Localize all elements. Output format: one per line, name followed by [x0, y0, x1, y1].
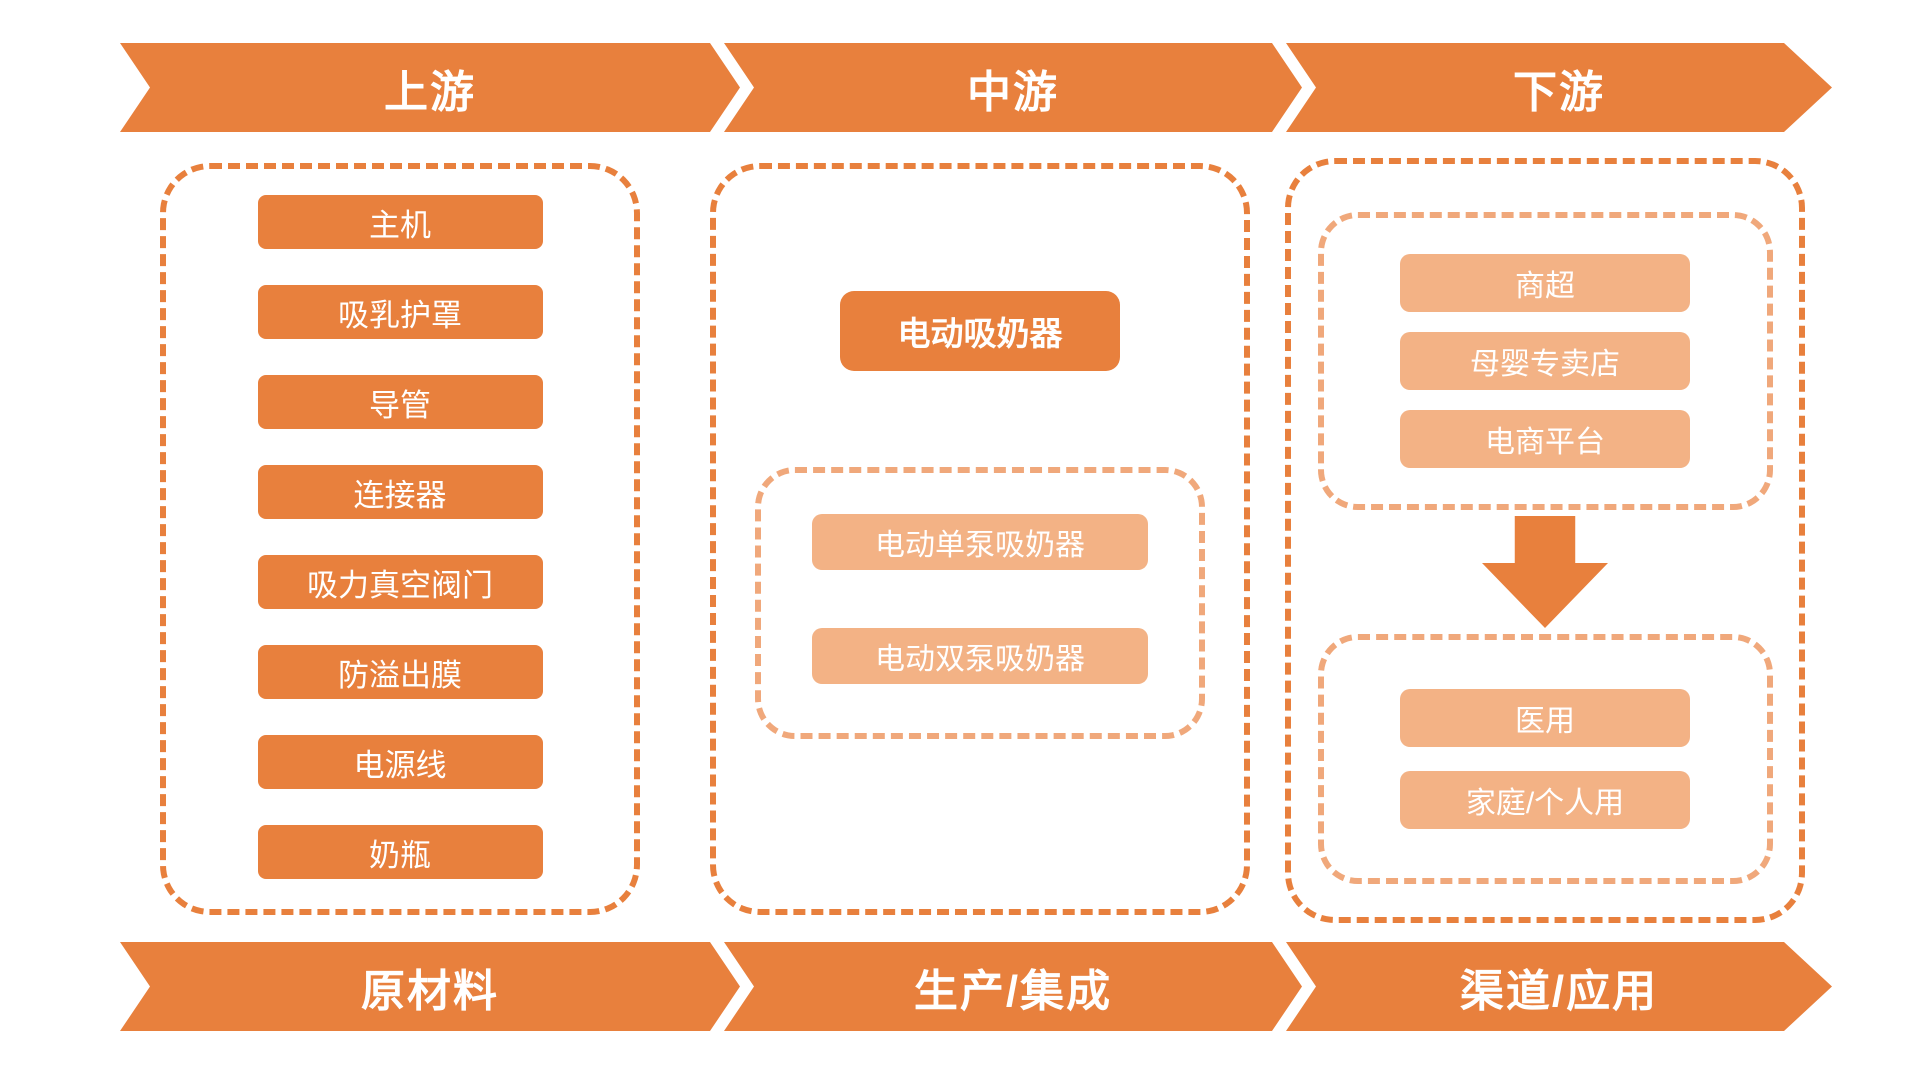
- midstream-variant-box: 电动单泵吸奶器: [812, 514, 1148, 570]
- top-banner-segment-upstream: 上游: [120, 43, 740, 132]
- bottom-banner-segment-production: 生产/集成: [724, 942, 1302, 1031]
- top-banner-segment-midstream: 中游: [724, 43, 1302, 132]
- downstream-applications-group: 医用 家庭/个人用: [1317, 634, 1773, 884]
- upstream-section: 主机 吸乳护罩 导管 连接器 吸力真空阀门 防溢出膜 电源线 奶瓶: [160, 163, 640, 915]
- top-banner-upstream-label: 上游: [384, 67, 476, 117]
- upstream-component-box: 奶瓶: [257, 825, 543, 879]
- midstream-variant-box: 电动双泵吸奶器: [812, 628, 1148, 684]
- upstream-component-box: 导管: [257, 375, 543, 429]
- downstream-channel-box: 母婴专卖店: [1400, 332, 1690, 390]
- downstream-channel-box: 电商平台: [1400, 410, 1690, 468]
- bottom-banner-segment-channels: 渠道/应用: [1286, 942, 1832, 1031]
- downstream-application-box: 医用: [1400, 689, 1690, 747]
- midstream-product-box: 电动吸奶器: [840, 291, 1120, 371]
- downstream-section: 商超 母婴专卖店 电商平台 医用 家庭/个人用: [1285, 158, 1805, 923]
- top-banner-segment-downstream: 下游: [1286, 43, 1832, 132]
- bottom-banner-raw-materials-label: 原材料: [361, 966, 499, 1016]
- top-banner-downstream-label: 下游: [1513, 67, 1605, 117]
- upstream-component-box: 吸力真空阀门: [257, 555, 543, 609]
- bottom-banner-production-label: 生产/集成: [913, 966, 1113, 1016]
- downstream-channels-group: 商超 母婴专卖店 电商平台: [1317, 212, 1773, 510]
- midstream-variants-group: 电动单泵吸奶器 电动双泵吸奶器: [755, 467, 1205, 739]
- upstream-component-box: 防溢出膜: [257, 645, 543, 699]
- upstream-component-list: 主机 吸乳护罩 导管 连接器 吸力真空阀门 防溢出膜 电源线 奶瓶: [166, 169, 634, 909]
- upstream-component-box: 吸乳护罩: [257, 285, 543, 339]
- downstream-application-box: 家庭/个人用: [1400, 771, 1690, 829]
- upstream-component-box: 连接器: [257, 465, 543, 519]
- down-arrow-icon: [1482, 516, 1608, 628]
- downstream-content: 商超 母婴专卖店 电商平台 医用 家庭/个人用: [1291, 164, 1799, 917]
- upstream-component-box: 主机: [257, 195, 543, 249]
- bottom-banner-channels-label: 渠道/应用: [1459, 966, 1659, 1016]
- midstream-section: 电动吸奶器 电动单泵吸奶器 电动双泵吸奶器: [710, 163, 1250, 915]
- upstream-component-box: 电源线: [257, 735, 543, 789]
- downstream-channel-box: 商超: [1400, 254, 1690, 312]
- bottom-banner-segment-raw-materials: 原材料: [120, 942, 740, 1031]
- top-banner-midstream-label: 中游: [967, 67, 1059, 117]
